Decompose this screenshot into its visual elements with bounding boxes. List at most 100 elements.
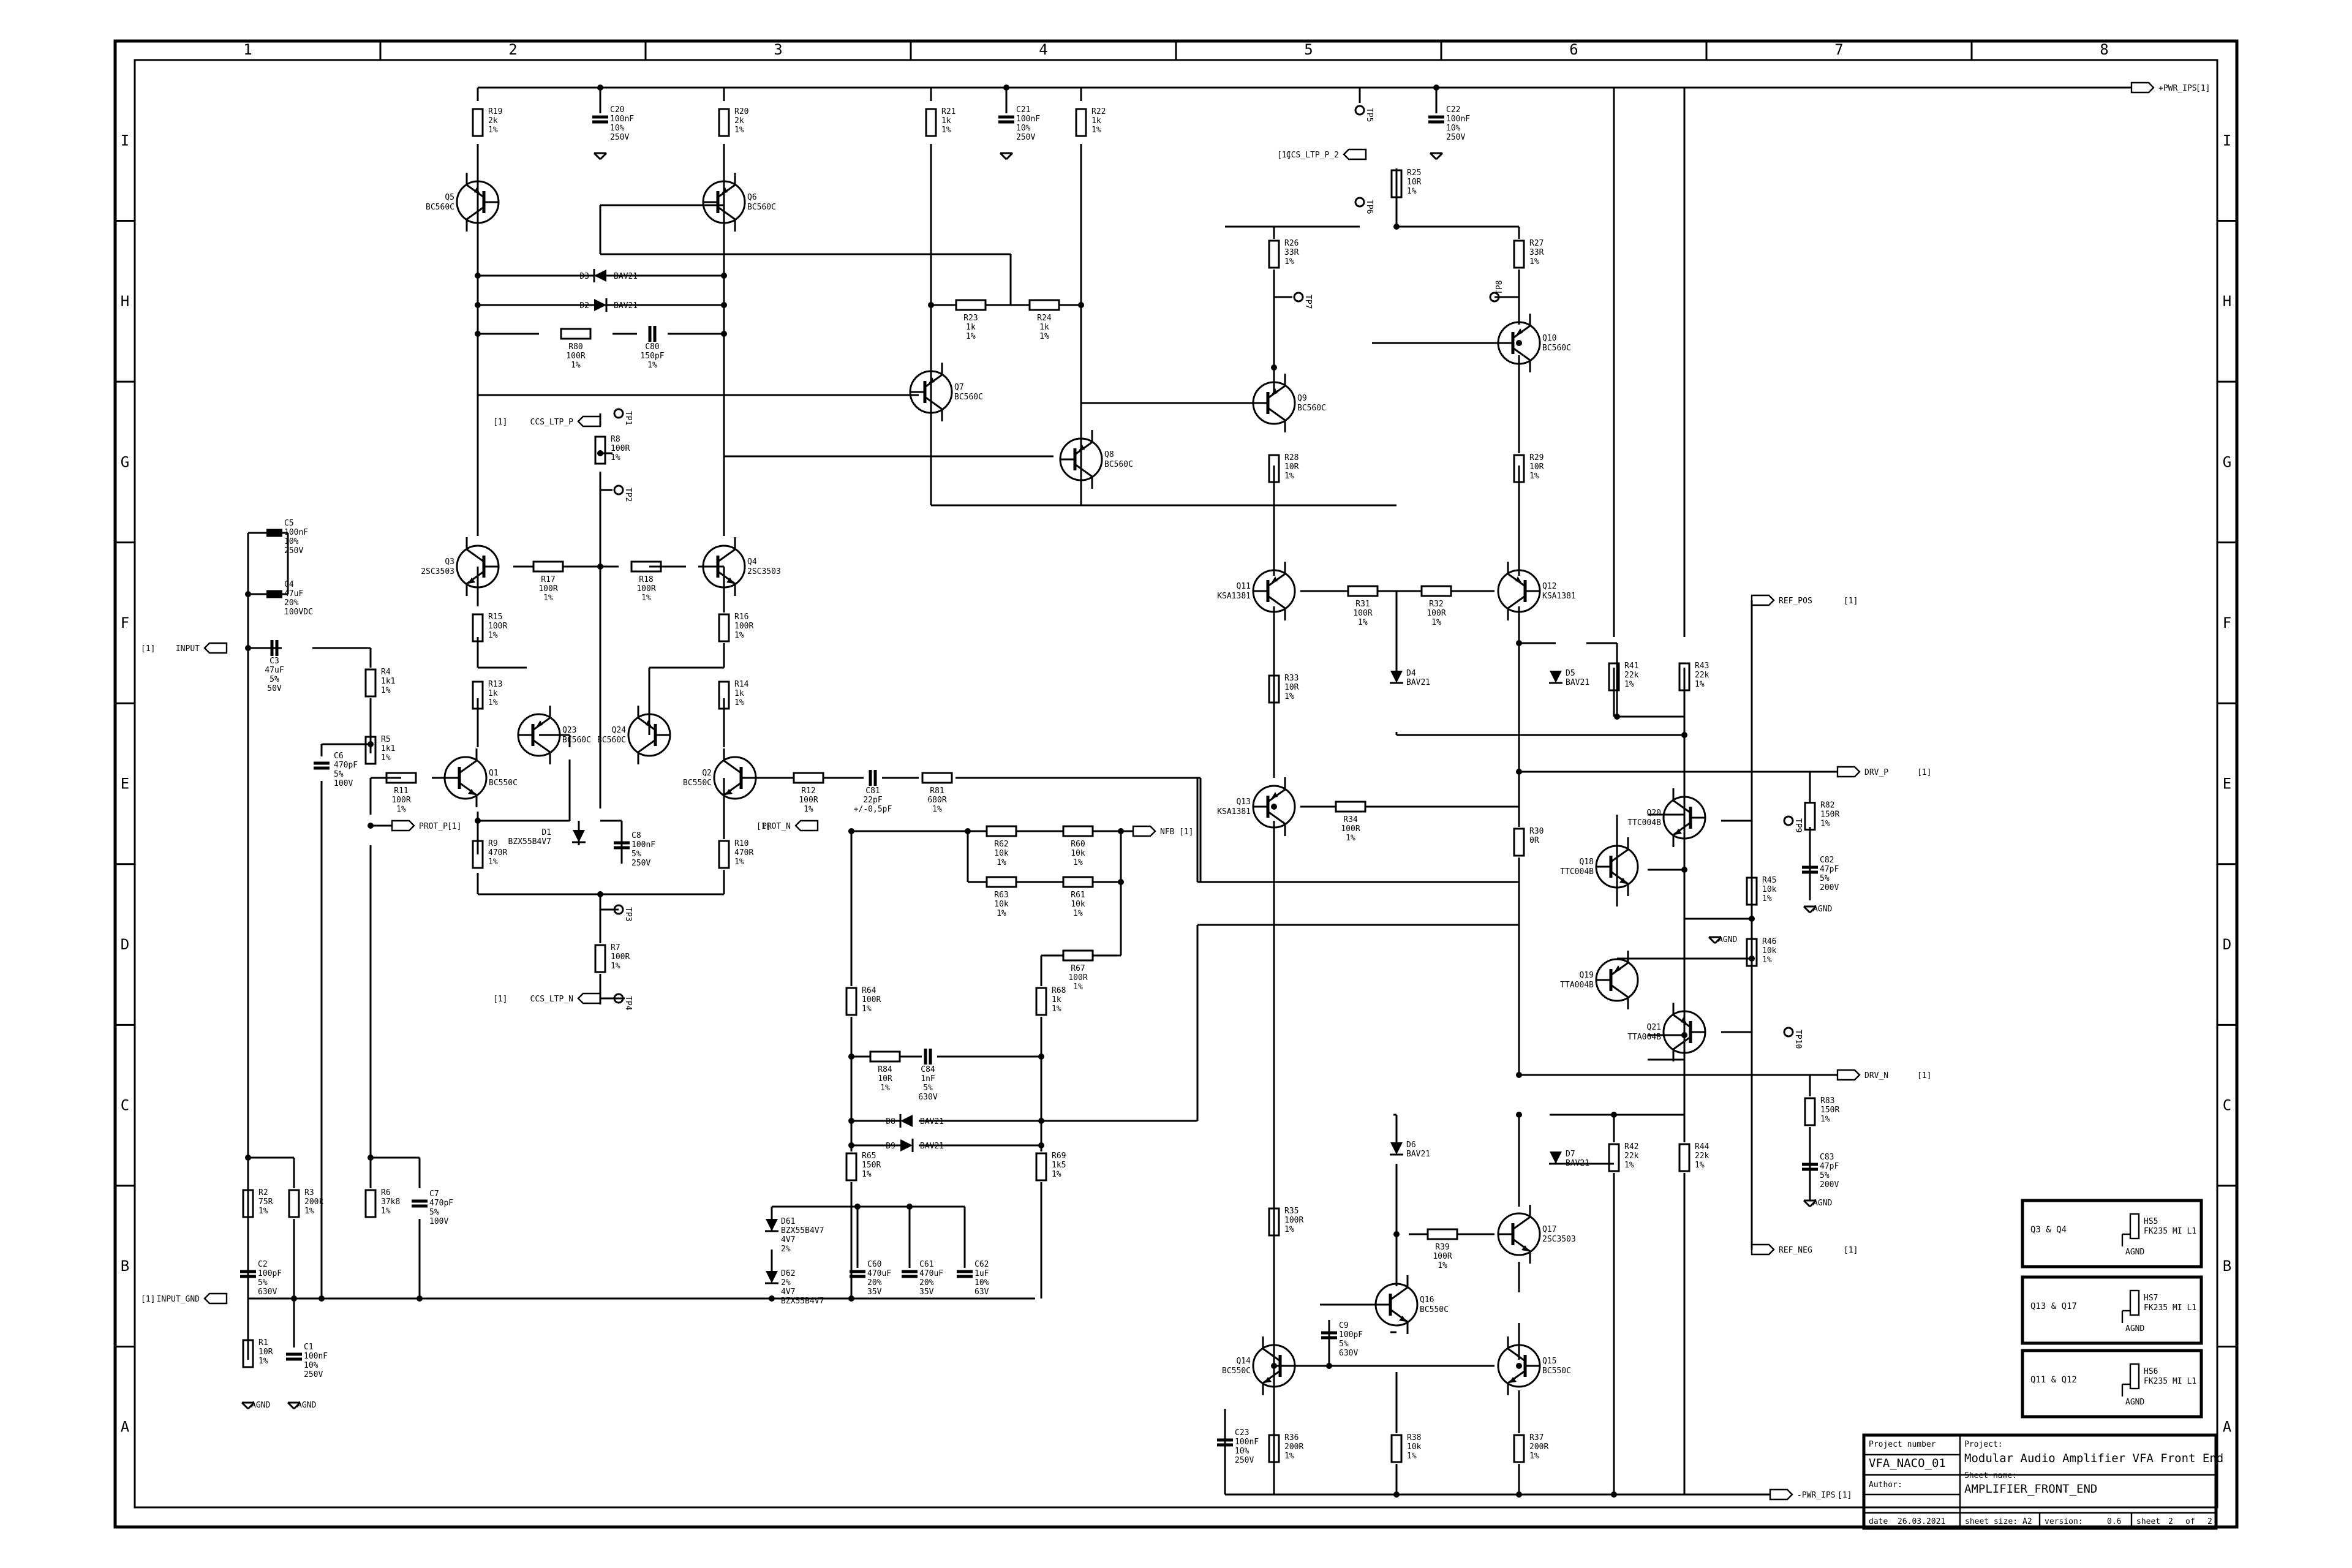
- component-value: BC560C: [747, 203, 776, 212]
- component-value: 100R: [488, 622, 507, 631]
- component-value: 1%: [258, 1207, 268, 1216]
- component-value: 1k: [1091, 116, 1101, 126]
- component-value: 1%: [734, 698, 744, 707]
- component-value: 250V: [284, 546, 303, 556]
- component-value: 2k: [488, 116, 498, 126]
- component-ref: R25: [1407, 168, 1421, 178]
- net-name: REF_POS: [1779, 597, 1812, 606]
- component-ref: R11: [394, 786, 408, 796]
- net-ref-pos: REF_POS[1]: [1751, 594, 1858, 606]
- sheet-name: AMPLIFIER_FRONT_END: [1964, 1482, 2097, 1496]
- testpoint-label: TP3: [624, 907, 633, 921]
- component-value: 200V: [1820, 883, 1839, 892]
- net-ref: [1]: [1179, 827, 1193, 837]
- component-value: 10k: [1071, 849, 1085, 858]
- component-value: 1%: [611, 453, 620, 462]
- component-value: 200R: [1284, 1442, 1303, 1452]
- date-value: 26.03.2021: [1898, 1517, 1945, 1526]
- component-ref: D61: [781, 1217, 795, 1226]
- component-value: 20%: [284, 598, 299, 608]
- component-ref: R31: [1355, 600, 1370, 609]
- component-value: 1%: [1073, 858, 1083, 867]
- component-ref: Q8: [1104, 450, 1114, 459]
- component-value: 1%: [1073, 909, 1083, 918]
- net-nfb: NFB[1]: [1132, 825, 1193, 837]
- component-ref: R27: [1529, 239, 1544, 248]
- component-value: TTA004B: [1627, 1033, 1661, 1042]
- net-ref: [1]: [493, 995, 507, 1004]
- project-label: Project:: [1964, 1440, 2003, 1449]
- component-value: 1%: [997, 909, 1006, 918]
- component-value: 100R: [799, 796, 818, 805]
- component-value: 100R: [1284, 1216, 1303, 1225]
- component-ref: Q2: [702, 769, 712, 778]
- component-value: 1%: [1284, 692, 1294, 701]
- component-ref: Q11: [1237, 582, 1251, 591]
- sheet-label: sheet: [2136, 1517, 2160, 1526]
- component-value: BAV21: [1406, 1150, 1430, 1159]
- component-value: 470uF: [867, 1269, 891, 1278]
- component-ref: Q16: [1420, 1295, 1434, 1305]
- component-value: 680R: [927, 796, 946, 805]
- net-name: PROT_N: [762, 822, 791, 831]
- component-ref: Q18: [1580, 858, 1594, 867]
- net-ref: [1]: [756, 822, 771, 831]
- net-ref: [1]: [1844, 1246, 1858, 1255]
- row-marker-left: I: [121, 132, 129, 149]
- component-value: 1k: [734, 689, 744, 698]
- component-value: 35V: [919, 1287, 934, 1297]
- component-ref: C5: [284, 519, 294, 528]
- component-ref: R6: [381, 1188, 391, 1197]
- component-value: TTC004B: [1560, 867, 1594, 876]
- component-value: 1%: [932, 805, 942, 814]
- ground-symbol: AGND: [1803, 1199, 1832, 1208]
- component-value: 100R: [636, 584, 655, 594]
- component-value: 37k8: [381, 1197, 400, 1207]
- row-marker-right: I: [2223, 132, 2231, 149]
- component-ref: C81: [865, 786, 880, 796]
- component-ref: R41: [1624, 662, 1638, 671]
- ground-symbol: AGND: [1708, 935, 1737, 944]
- component-ref: C62: [974, 1260, 989, 1269]
- of-label: of: [2185, 1517, 2195, 1526]
- row-marker-left: D: [121, 936, 129, 953]
- component-ref: C7: [429, 1189, 439, 1199]
- ground-symbol: AGND: [241, 1401, 270, 1410]
- component-ref: R38: [1407, 1433, 1421, 1442]
- sheet-size-label: sheet size:: [1965, 1517, 2018, 1526]
- component-value: 1%: [1052, 1170, 1061, 1179]
- component-value: 250V: [631, 859, 650, 868]
- net-ref: [1]: [1838, 1491, 1852, 1500]
- component-value: 100nF: [1016, 115, 1040, 124]
- net-drv-p: DRV_P[1]: [1836, 766, 1931, 778]
- component-value: BAV21: [920, 1142, 944, 1151]
- component-value: 1%: [1284, 472, 1294, 481]
- component-ref: R63: [994, 891, 1008, 900]
- component-value: 1%: [862, 1170, 872, 1179]
- component-ref: D8: [886, 1117, 895, 1126]
- component-value: TTC004B: [1627, 818, 1661, 827]
- component-value: 2SC3503: [747, 567, 781, 576]
- heatsink-label: Q13 & Q17: [2030, 1302, 2077, 1311]
- component-value: 100nF: [1235, 1438, 1259, 1447]
- component-ref: C4: [284, 580, 294, 589]
- row-marker-right: D: [2223, 936, 2231, 953]
